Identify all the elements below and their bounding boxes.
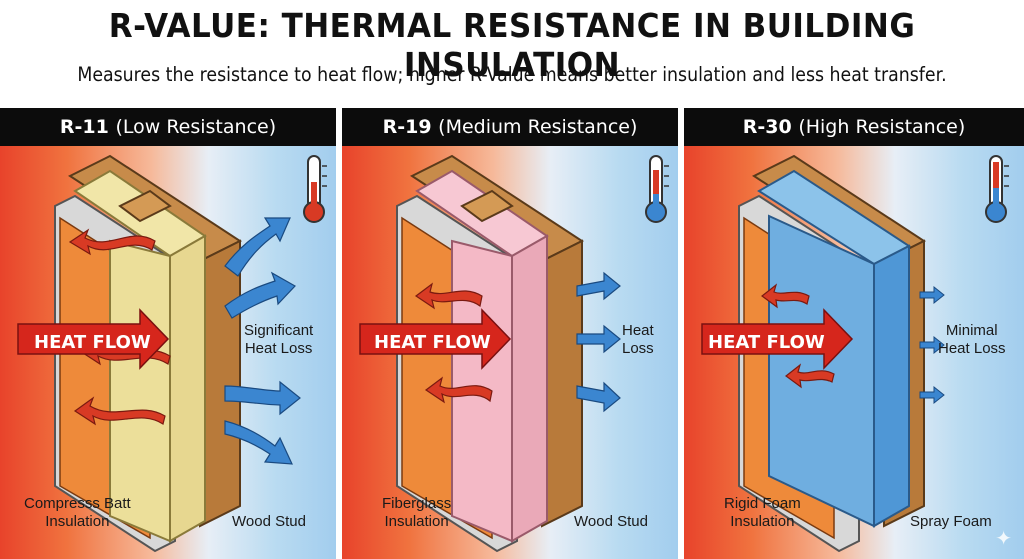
foam-side bbox=[873, 244, 910, 528]
red-arrow bbox=[424, 376, 493, 404]
stud-top bbox=[460, 189, 514, 223]
insulation-batt bbox=[109, 239, 171, 543]
panel-r11: R-11 (Low Resistance) bbox=[0, 108, 339, 559]
blue-arrow bbox=[224, 271, 296, 319]
panel-r19: R-19 (Medium Resistance) bbox=[342, 108, 681, 559]
stud-label: Spray Foam bbox=[910, 513, 992, 530]
blue-arrow bbox=[919, 385, 945, 405]
wall-section-illustration bbox=[359, 154, 669, 553]
blue-arrow bbox=[224, 420, 293, 465]
red-arrow bbox=[73, 396, 166, 426]
heat-loss-arrows bbox=[224, 217, 301, 465]
stud-label: Wood Stud bbox=[232, 513, 306, 530]
blue-arrow bbox=[576, 324, 621, 354]
blue-arrow bbox=[919, 285, 945, 305]
resistance-label: (Medium Resistance) bbox=[438, 116, 638, 138]
heat-flow-arrow bbox=[701, 308, 854, 370]
wall-section-illustration bbox=[17, 154, 327, 553]
insulation-label: Rigid Foam Insulation bbox=[724, 495, 801, 530]
insulation-side bbox=[169, 234, 206, 543]
stud-top bbox=[118, 189, 172, 223]
blue-arrow bbox=[224, 217, 291, 277]
blue-arrow bbox=[224, 380, 301, 416]
panel-header: R-11 (Low Resistance) bbox=[0, 108, 336, 146]
rating-label: R-19 bbox=[382, 116, 439, 138]
panel-illustration: HEAT FLOW Minimal Heat Loss Rigid Foam I… bbox=[684, 146, 1024, 559]
heat-loss-label: Heat Loss bbox=[622, 322, 654, 357]
heat-loss-label: Significant Heat Loss bbox=[244, 322, 314, 357]
resistance-label: (High Resistance) bbox=[798, 116, 966, 138]
heat-flow-label: HEAT FLOW bbox=[34, 332, 151, 353]
rating-label: R-11 bbox=[59, 116, 116, 138]
page-title: R-VALUE: THERMAL RESISTANCE IN BUILDING … bbox=[108, 6, 916, 84]
heat-flow-arrow bbox=[17, 308, 170, 370]
heat-arrows bbox=[414, 282, 493, 404]
heat-flow-arrow bbox=[359, 308, 512, 370]
panel-r30: R-30 (High Resistance) bbox=[684, 108, 1024, 559]
panel-illustration: HEAT FLOW Heat Loss Fiberglass Insulatio… bbox=[342, 146, 678, 559]
red-arrow bbox=[68, 228, 156, 256]
insulation-side bbox=[511, 234, 548, 543]
heat-flow-label: HEAT FLOW bbox=[374, 332, 491, 353]
red-arrow bbox=[785, 363, 835, 389]
heat-flow-label: HEAT FLOW bbox=[708, 332, 825, 353]
blue-arrow bbox=[576, 271, 621, 301]
panel-header: R-19 (Medium Resistance) bbox=[342, 108, 678, 146]
insulation-label: Fiberglass Insulation bbox=[382, 495, 452, 530]
heat-loss-arrows bbox=[919, 285, 945, 405]
red-arrow bbox=[414, 282, 483, 310]
thermometer-icon bbox=[985, 155, 1009, 223]
rating-label: R-30 bbox=[742, 116, 799, 138]
panel-illustration: HEAT FLOW Significant Heat Loss Compress… bbox=[0, 146, 336, 559]
thermometer-icon bbox=[645, 155, 669, 223]
heat-loss-label: Minimal Heat Loss bbox=[938, 322, 1006, 357]
stud-label: Wood Stud bbox=[574, 513, 648, 530]
wall-section-illustration bbox=[701, 154, 1009, 553]
page-subtitle: Measures the resistance to heat flow; hi… bbox=[77, 63, 947, 86]
insulation-label: Compresss Batt Insulation bbox=[24, 495, 131, 530]
thermometer-icon bbox=[303, 155, 327, 223]
blue-arrow bbox=[576, 381, 621, 413]
blue-arrow bbox=[919, 335, 945, 355]
heat-arrows bbox=[761, 283, 835, 389]
panel-header: R-30 (High Resistance) bbox=[684, 108, 1024, 146]
heat-loss-arrows bbox=[576, 271, 621, 413]
red-arrow bbox=[761, 283, 810, 309]
sparkle-icon: ✦ bbox=[995, 528, 1012, 550]
resistance-label: (Low Resistance) bbox=[115, 116, 277, 138]
